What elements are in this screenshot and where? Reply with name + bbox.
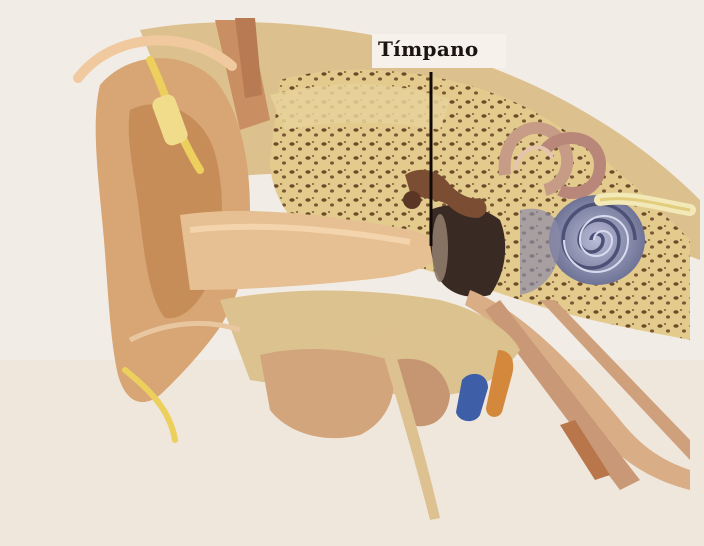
tympanum-label: Tímpano — [378, 37, 479, 61]
tympanic-membrane — [432, 214, 448, 282]
cochlea — [549, 195, 645, 285]
